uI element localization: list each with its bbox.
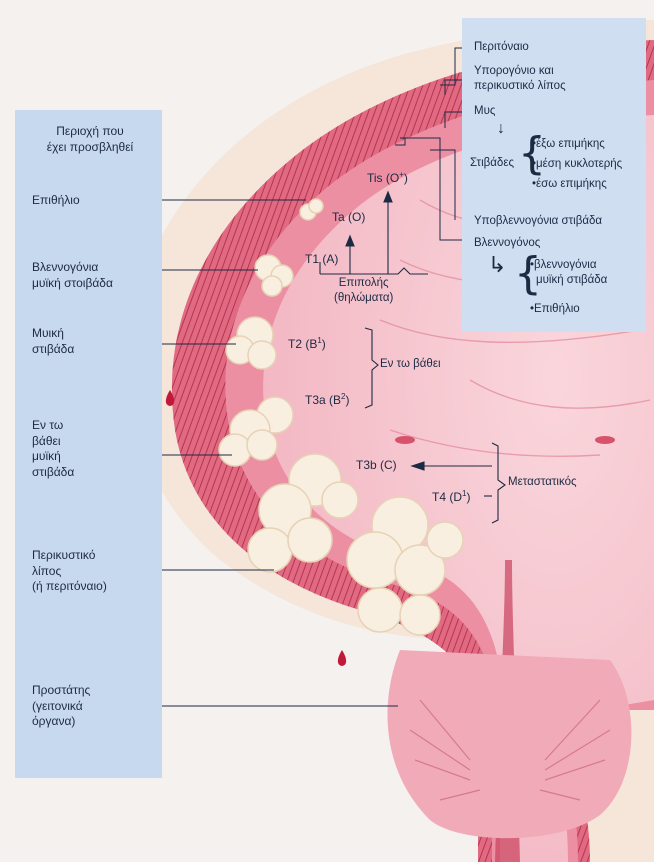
label-epithelium: Επιθήλιο [32,193,80,209]
label-layers: Στιβάδες [470,156,514,171]
stage-t3b: T3b (C) [356,458,397,474]
arrow-down-icon: ↓ [497,120,505,138]
prostate [388,650,632,838]
label-peritoneum: Περιτόναιο [474,40,529,55]
stage-t1: T1 (A) [305,252,338,268]
stage-ta: Ta (O) [332,210,365,226]
mucosa-part-epithelium: •Επιθήλιο [530,302,580,317]
label-prostate: Προστάτης(γειτονικά όργανα) [32,683,90,730]
label-muscle: Μυς [474,104,495,119]
group-papillary: Επιπολής(θηλώματα) [334,276,393,306]
label-submucosa: Υποβλεννογόνια στιβάδα [474,214,602,229]
layer-middle-circular: •μέση κυκλοτερής [532,157,622,172]
stage-tis: Tis (O+) [367,170,408,187]
left-panel-header: Περιοχή που έχει προσβληθεί [28,124,152,155]
layer-outer-longitudinal: •έξω επιμήκης [532,137,605,152]
stage-t3a: T3a (B2) [305,392,349,409]
stage-t4: T4 (D1) [432,489,470,506]
blood-drop [338,650,346,666]
group-metastatic: Μεταστατικός [508,475,577,490]
group-deep: Εν τω βάθει [380,357,441,372]
stage-t2: T2 (B1) [288,336,326,353]
ureteral-orifice [595,436,615,444]
corner-arrow-icon: ↳ [488,254,506,276]
layer-inner-longitudinal: •έσω επιμήκης [532,177,607,192]
ureteral-orifice [395,436,415,444]
